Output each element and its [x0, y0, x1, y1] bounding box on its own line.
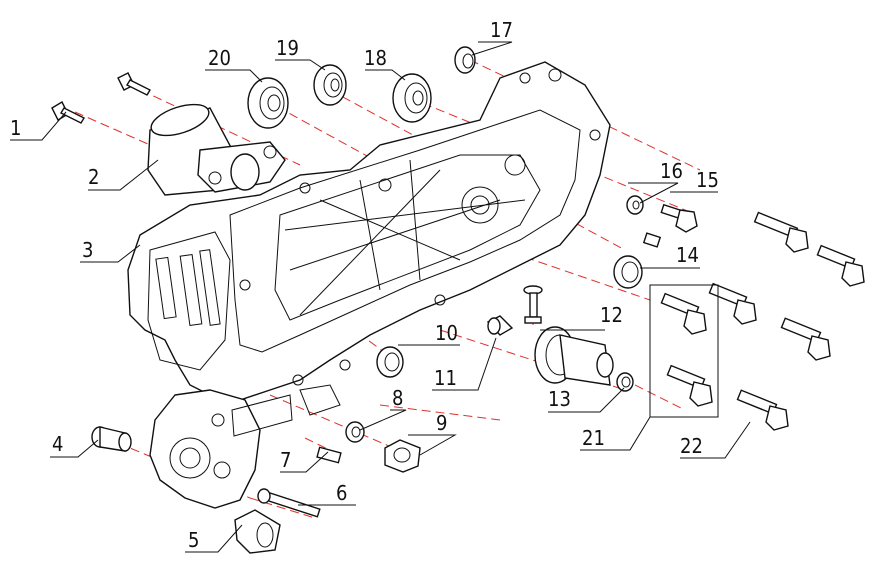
callout-22: 22: [680, 434, 703, 458]
crankcase: [127, 61, 611, 509]
callout-19: 19: [276, 36, 299, 60]
callout-4: 4: [52, 432, 63, 456]
callout-12: 12: [600, 303, 623, 327]
bushing-10: [486, 315, 514, 336]
callout-numbers: 1 2 3 4 5 6 7 8 9 10 11 12 13 14 15 16 1…: [10, 18, 719, 552]
pin-6: [257, 488, 321, 518]
callout-6: 6: [336, 481, 347, 505]
callout-11: 11: [434, 366, 457, 390]
callout-10: 10: [435, 321, 458, 345]
callout-9: 9: [436, 411, 447, 435]
washer-8: [345, 421, 365, 443]
callout-14: 14: [676, 243, 699, 267]
starter-gear-13: [534, 326, 614, 386]
pin-small: [523, 285, 543, 324]
bushing-17: [454, 46, 476, 74]
leader-lines: [10, 41, 751, 553]
roller-5: [234, 509, 281, 554]
bolt-group-22: [708, 211, 865, 431]
bolt-9: [384, 439, 421, 473]
bolt-15: [660, 203, 698, 233]
washer-16: [626, 195, 644, 215]
callout-13: 13: [548, 387, 571, 411]
pin-14: [642, 232, 662, 248]
bushing-4: [91, 426, 132, 452]
bolt-1: [51, 101, 85, 124]
callout-2: 2: [88, 165, 99, 189]
callout-15: 15: [696, 168, 719, 192]
callout-1: 1: [10, 116, 21, 140]
callout-8: 8: [392, 386, 403, 410]
bearing-20: [247, 77, 289, 129]
seal-12: [613, 255, 643, 289]
bearing-19: [313, 64, 347, 106]
bolt-top: [117, 72, 151, 96]
callout-7: 7: [280, 448, 291, 472]
callout-21: 21: [582, 426, 605, 450]
seal-11: [376, 346, 404, 378]
dowel-7: [316, 446, 342, 464]
bolt-box: [649, 284, 719, 418]
starter-motor: [147, 103, 286, 196]
callout-3: 3: [82, 238, 93, 262]
bearing-18: [392, 73, 432, 123]
callout-18: 18: [364, 46, 387, 70]
bushing-21: [616, 372, 634, 392]
callout-5: 5: [188, 528, 199, 552]
callout-20: 20: [208, 46, 231, 70]
callout-16: 16: [660, 159, 683, 183]
callout-17: 17: [490, 18, 513, 42]
